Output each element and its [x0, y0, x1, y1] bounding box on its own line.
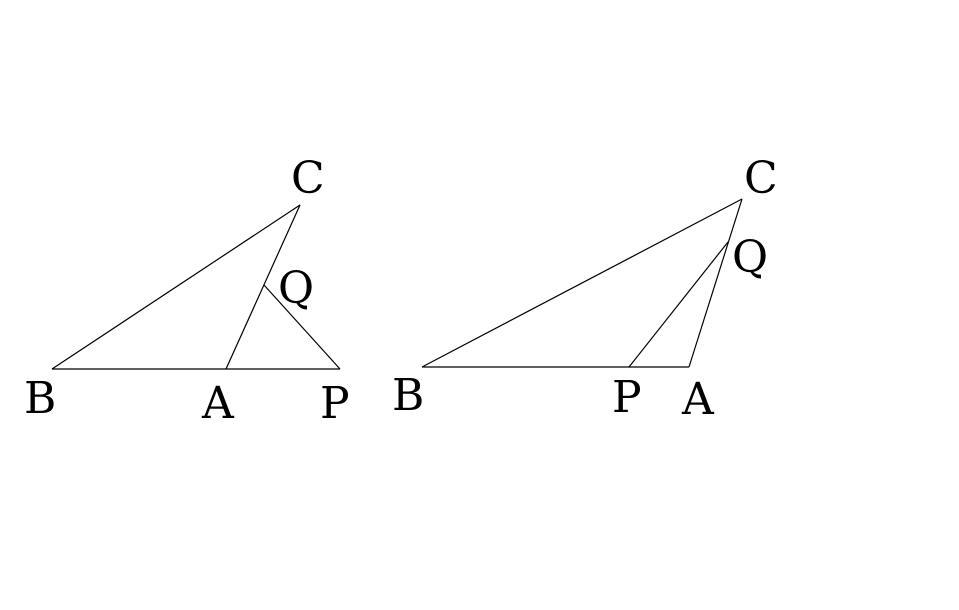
left-label-Q: Q — [278, 263, 314, 314]
right-segment-AC — [688, 198, 743, 368]
right-diagram: B P A C Q — [392, 153, 778, 425]
right-label-P: P — [612, 372, 642, 423]
right-label-C: C — [744, 153, 778, 204]
left-label-B: B — [24, 373, 56, 424]
right-segment-PQ — [628, 241, 729, 368]
right-label-B: B — [392, 370, 424, 421]
left-label-P: P — [320, 378, 350, 429]
left-diagram: B A P C Q — [24, 153, 350, 429]
left-label-C: C — [291, 153, 325, 204]
right-segment-BC — [421, 198, 743, 368]
left-label-A: A — [201, 378, 235, 429]
left-segment-BC — [51, 204, 301, 370]
left-segment-QP — [263, 284, 341, 370]
left-segment-AC — [225, 204, 301, 370]
right-label-A: A — [681, 374, 715, 425]
right-label-Q: Q — [732, 232, 768, 283]
